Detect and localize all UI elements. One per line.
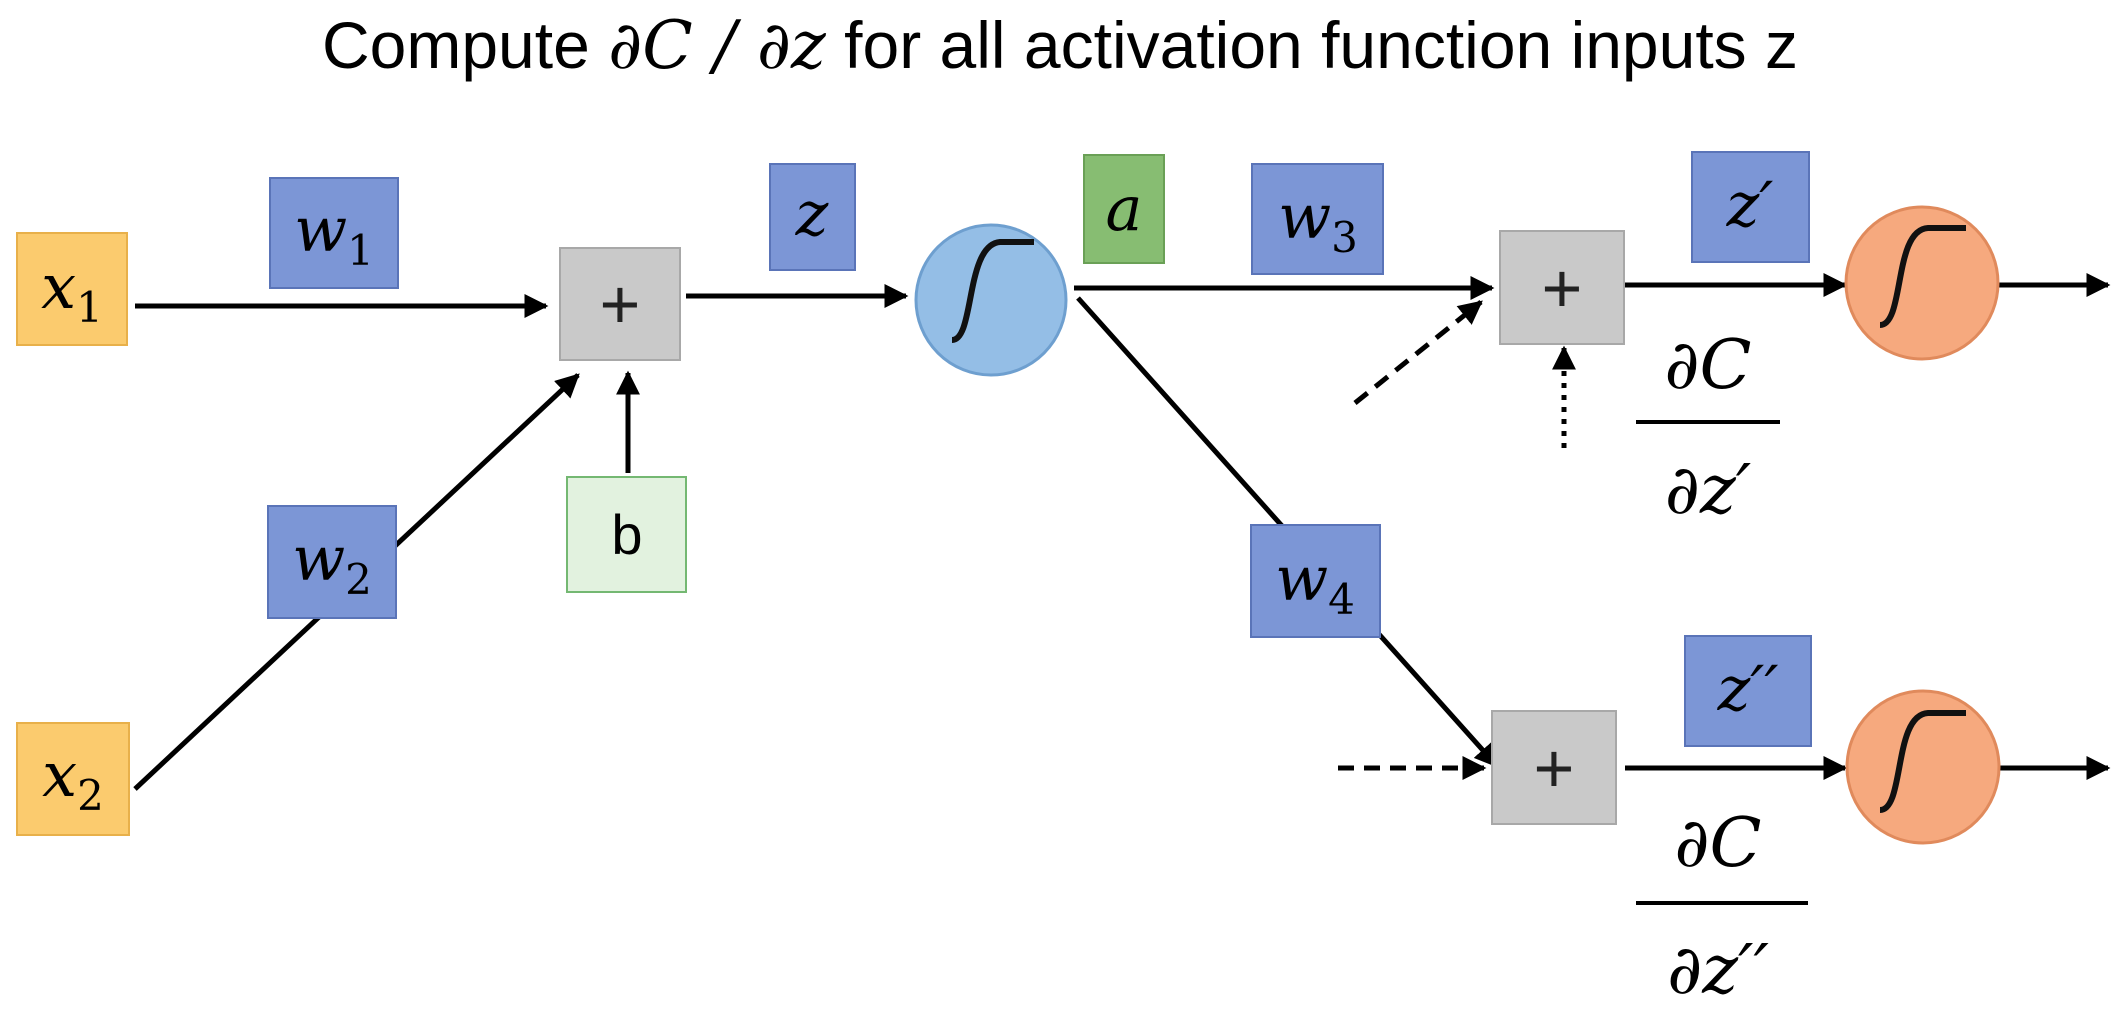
svg-text:+: + xyxy=(1534,729,1575,807)
gradient-denominator: ∂z′′ xyxy=(1667,931,1769,1010)
svg-text:a: a xyxy=(1106,172,1143,245)
svg-text:z′′: z′′ xyxy=(1717,652,1779,725)
edge-dashed-upper xyxy=(1353,300,1483,405)
svg-text:w4: w4 xyxy=(1275,542,1355,624)
gradient-denominator: ∂z′ xyxy=(1665,451,1752,530)
bias-b: b xyxy=(566,476,687,593)
weight-w1: w1 xyxy=(269,177,399,289)
slide-title: Compute ∂C / ∂z for all activation funct… xyxy=(322,7,1798,84)
svg-text:z′: z′ xyxy=(1726,168,1774,241)
sum-node-upper: + xyxy=(1499,230,1625,345)
sigmoid-neuron-lower xyxy=(1845,689,2001,845)
input-x1: x1 xyxy=(16,232,128,346)
svg-text:z: z xyxy=(795,177,829,250)
sigmoid-icon xyxy=(1879,710,1966,813)
edges xyxy=(133,273,2111,791)
sigmoid-neuron xyxy=(914,223,1068,377)
weight-w4: w4 xyxy=(1250,524,1381,638)
sigmoid-icon xyxy=(951,239,1034,343)
svg-text:w3: w3 xyxy=(1278,180,1358,262)
sum-node-lower: + xyxy=(1491,710,1617,825)
svg-text:+: + xyxy=(600,265,641,343)
label-z: z xyxy=(769,163,856,271)
svg-text:x1: x1 xyxy=(41,250,103,332)
svg-text:x2: x2 xyxy=(42,738,104,820)
svg-text:+: + xyxy=(1542,249,1583,327)
gradient-numerator: ∂C xyxy=(1664,326,1751,405)
input-x2: x2 xyxy=(16,722,130,836)
svg-text:b: b xyxy=(611,503,642,566)
sigmoid-icon xyxy=(1879,225,1966,328)
svg-text:w1: w1 xyxy=(294,193,374,275)
label-z-prime: z′ xyxy=(1691,151,1810,263)
weight-w2: w2 xyxy=(267,505,397,619)
weight-w3: w3 xyxy=(1251,163,1384,275)
sigmoid-neuron-upper xyxy=(1844,205,2000,361)
gradient-numerator: ∂C xyxy=(1674,804,1761,883)
gradient-dc-dz-prime: ∂C ∂z′ xyxy=(1636,326,1780,530)
label-a: a xyxy=(1083,154,1165,264)
gradient-dc-dz-double-prime: ∂C ∂z′′ xyxy=(1636,804,1808,1010)
label-z-double-prime: z′′ xyxy=(1684,635,1812,747)
svg-text:w2: w2 xyxy=(292,522,372,604)
sum-node: + xyxy=(559,247,681,361)
